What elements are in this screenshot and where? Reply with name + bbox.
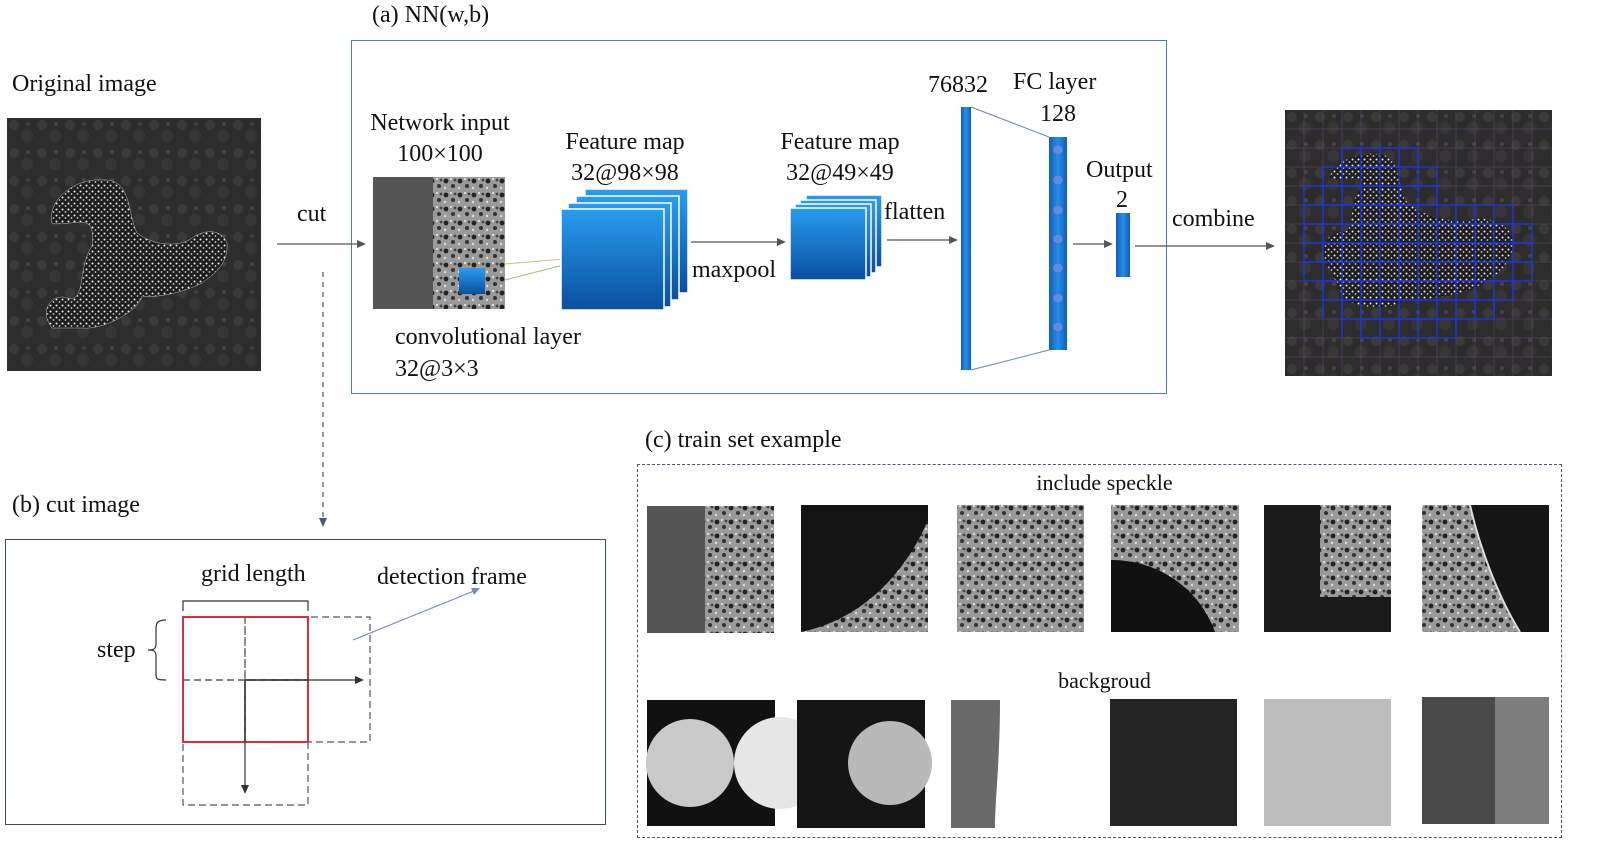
combine-label: combine: [1172, 206, 1255, 232]
feature-map-2-size: 32@49×49: [786, 160, 894, 186]
network-input-label: Network input: [370, 110, 510, 136]
output-size: 2: [1116, 187, 1128, 213]
feature-map-1-size: 32@98×98: [571, 160, 679, 186]
fc-layer-label: FC layer: [1013, 69, 1097, 95]
network-input-size: 100×100: [397, 141, 483, 167]
original-image: [7, 118, 261, 371]
grid-length-label: grid length: [201, 561, 306, 587]
cut-label: cut: [297, 201, 327, 227]
panel-a-frame: [351, 40, 1167, 394]
panel-c-title: (c) train set example: [645, 427, 842, 453]
original-image-label: Original image: [12, 71, 157, 97]
maxpool-label: maxpool: [692, 257, 776, 283]
cut-down-arrow-head: [319, 518, 327, 527]
detection-grid: [1303, 147, 1533, 339]
background-label: backgroud: [1058, 668, 1151, 693]
step-label: step: [97, 637, 136, 663]
feature-map-2-label: Feature map: [780, 129, 900, 155]
combined-result-image: [1285, 110, 1552, 376]
include-speckle-label: include speckle: [1036, 470, 1173, 495]
conv-layer-label: convolutional layer: [395, 324, 581, 350]
panel-c-frame: [637, 464, 1562, 838]
output-label: Output: [1086, 157, 1153, 183]
flat-size-label: 76832: [928, 72, 988, 98]
panel-a-title: (a) NN(w,b): [372, 2, 490, 28]
network-input-image: [373, 177, 505, 309]
feature-map-1-label: Feature map: [565, 129, 685, 155]
flatten-label: flatten: [884, 199, 946, 225]
panel-b-title: (b) cut image: [12, 492, 140, 518]
detection-frame-label: detection frame: [377, 564, 527, 590]
fc-layer-size: 128: [1040, 101, 1076, 127]
conv-layer-size: 32@3×3: [395, 356, 479, 382]
panel-b-frame: [5, 539, 606, 825]
